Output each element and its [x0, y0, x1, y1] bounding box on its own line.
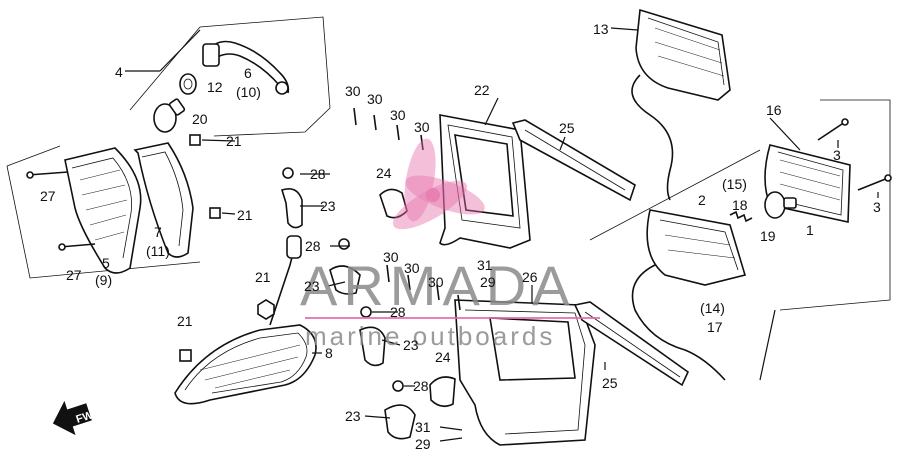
- callout-23-c: 23: [403, 337, 419, 353]
- callout-1: 1: [806, 222, 814, 238]
- screw-3-lower: [857, 174, 892, 191]
- callout-25-upper: 25: [559, 120, 575, 136]
- screw-21-front-a: [257, 299, 275, 320]
- callout-23-b: 23: [304, 278, 320, 294]
- group-4-frame: [6, 16, 331, 279]
- license-frame-26: [454, 299, 596, 446]
- callout-24-upper: 24: [376, 165, 392, 181]
- callout-27-lower: 27: [66, 267, 82, 283]
- tail-light-assembly-2: [631, 209, 747, 381]
- screw-3-upper: [817, 118, 849, 141]
- tail-light-13: [631, 8, 731, 201]
- bracket-23-d: [384, 404, 416, 440]
- callout-30-d: 30: [414, 119, 430, 135]
- bulb-19: [764, 191, 797, 219]
- group-17-frame: [589, 99, 891, 381]
- callout-17: 17: [707, 319, 723, 335]
- screws-30-upper: [353, 107, 424, 151]
- bulb-socket-wire: [202, 40, 290, 95]
- callout-28-d: 28: [413, 378, 429, 394]
- callout-28-c: 28: [390, 304, 406, 320]
- license-frame-22: [439, 114, 531, 249]
- bulb-20: [153, 98, 186, 133]
- callout-29-b: 29: [415, 436, 431, 452]
- armada-watermark: ARMADA marine outboards: [300, 138, 600, 351]
- strip-25-upper: [511, 119, 636, 202]
- callout-23-d: 23: [345, 408, 361, 424]
- callout-3-upper: 3: [833, 147, 841, 163]
- watermark-brand: ARMADA: [300, 254, 576, 317]
- callout-4: 4: [115, 64, 123, 80]
- bracket-23-c: [359, 326, 386, 367]
- callout-14: (14): [700, 300, 725, 316]
- callout-30-a: 30: [345, 83, 361, 99]
- callout-21-a: 21: [226, 133, 242, 149]
- callout-25-lower: 25: [602, 375, 618, 391]
- callout-5: 5: [102, 255, 110, 271]
- callout-19: 19: [760, 228, 776, 244]
- callout-26: 26: [522, 269, 538, 285]
- cover-24-lower: [429, 376, 456, 408]
- callout-21-d: 21: [177, 313, 193, 329]
- callout-28-b: 28: [305, 238, 321, 254]
- grommet-28-d: [392, 380, 404, 392]
- gasket-ring: [179, 73, 197, 95]
- callout-10: (10): [236, 84, 261, 100]
- callout-7: 7: [154, 224, 162, 240]
- callout-31-b: 31: [415, 419, 431, 435]
- callout-12: 12: [207, 79, 223, 95]
- screw-27-upper: [26, 171, 69, 179]
- callout-8: 8: [325, 345, 333, 361]
- callout-labels: 1 2 3 3 4 5 (9) 6 (10) 7 (11) 8 12 13 (1…: [40, 21, 881, 452]
- bracket-23-a: [281, 187, 303, 229]
- fwd-arrow: FWD: [52, 400, 102, 436]
- callout-15: (15): [722, 176, 747, 192]
- screw-27-lower: [58, 243, 96, 251]
- callout-20: 20: [192, 111, 208, 127]
- rear-turn-lens: [64, 147, 142, 274]
- grommet-28-b: [338, 238, 350, 250]
- spring-18: [729, 210, 753, 223]
- callout-30-c: 30: [390, 107, 406, 123]
- callout-21-b: 21: [237, 207, 253, 223]
- propeller-logo: [392, 138, 485, 230]
- callout-18: 18: [732, 197, 748, 213]
- callout-24-lower: 24: [435, 349, 451, 365]
- callout-30-b: 30: [367, 91, 383, 107]
- callout-28-a: 28: [310, 166, 326, 182]
- screw-21-front-b: [179, 349, 192, 362]
- callout-21-c: 21: [255, 269, 271, 285]
- callout-16: 16: [766, 102, 782, 118]
- grommet-28-a: [282, 167, 294, 179]
- callout-2: 2: [698, 192, 706, 208]
- bracket-23-b: [329, 265, 361, 295]
- cover-24-upper: [379, 188, 408, 219]
- callout-6: 6: [244, 65, 252, 81]
- callout-31-a: 31: [477, 257, 493, 273]
- screw-21-top: [189, 134, 201, 146]
- callout-23-a: 23: [320, 198, 336, 214]
- screw-21-mid: [209, 207, 221, 219]
- lens-gasket-7: [133, 142, 194, 258]
- leader-lines: [201, 27, 879, 442]
- callout-11: (11): [146, 243, 170, 259]
- callout-3-lower: 3: [873, 199, 881, 215]
- callout-13: 13: [593, 21, 609, 37]
- front-turn-signal: [174, 235, 317, 405]
- callout-30-g: 30: [428, 274, 444, 290]
- screws-30-lower: [386, 264, 461, 311]
- watermark-tagline: marine outboards: [305, 321, 555, 351]
- callout-9: (9): [95, 272, 112, 288]
- callout-29-a: 29: [480, 274, 496, 290]
- callout-27-upper: 27: [40, 188, 56, 204]
- callout-22: 22: [474, 82, 490, 98]
- callout-30-f: 30: [404, 260, 420, 276]
- callout-30-e: 30: [383, 249, 399, 265]
